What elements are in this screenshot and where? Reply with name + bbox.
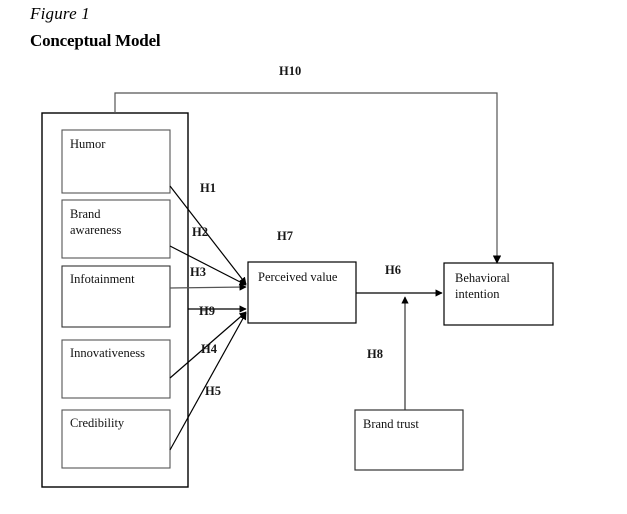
figure-label: Figure 1 [30, 4, 90, 23]
node-box-infotainment[interactable] [61, 265, 171, 328]
node-box-brand-trust[interactable] [354, 409, 464, 471]
node-box-credibility[interactable] [61, 409, 171, 469]
node-box-humor[interactable] [61, 129, 171, 194]
node-box-brand-awareness[interactable] [61, 199, 171, 259]
node-box-perceived-value[interactable] [247, 261, 357, 324]
page-title: Conceptual Model [30, 31, 161, 50]
node-box-innovativeness[interactable] [61, 339, 171, 399]
edge-h3 [169, 283, 247, 291]
edge-h10 [114, 92, 502, 264]
node-box-behavioral-intention[interactable] [443, 262, 554, 326]
edge-h2 [169, 245, 247, 286]
edge-h5 [169, 312, 247, 451]
edge-h4 [169, 311, 247, 379]
edge-h1 [169, 185, 247, 285]
